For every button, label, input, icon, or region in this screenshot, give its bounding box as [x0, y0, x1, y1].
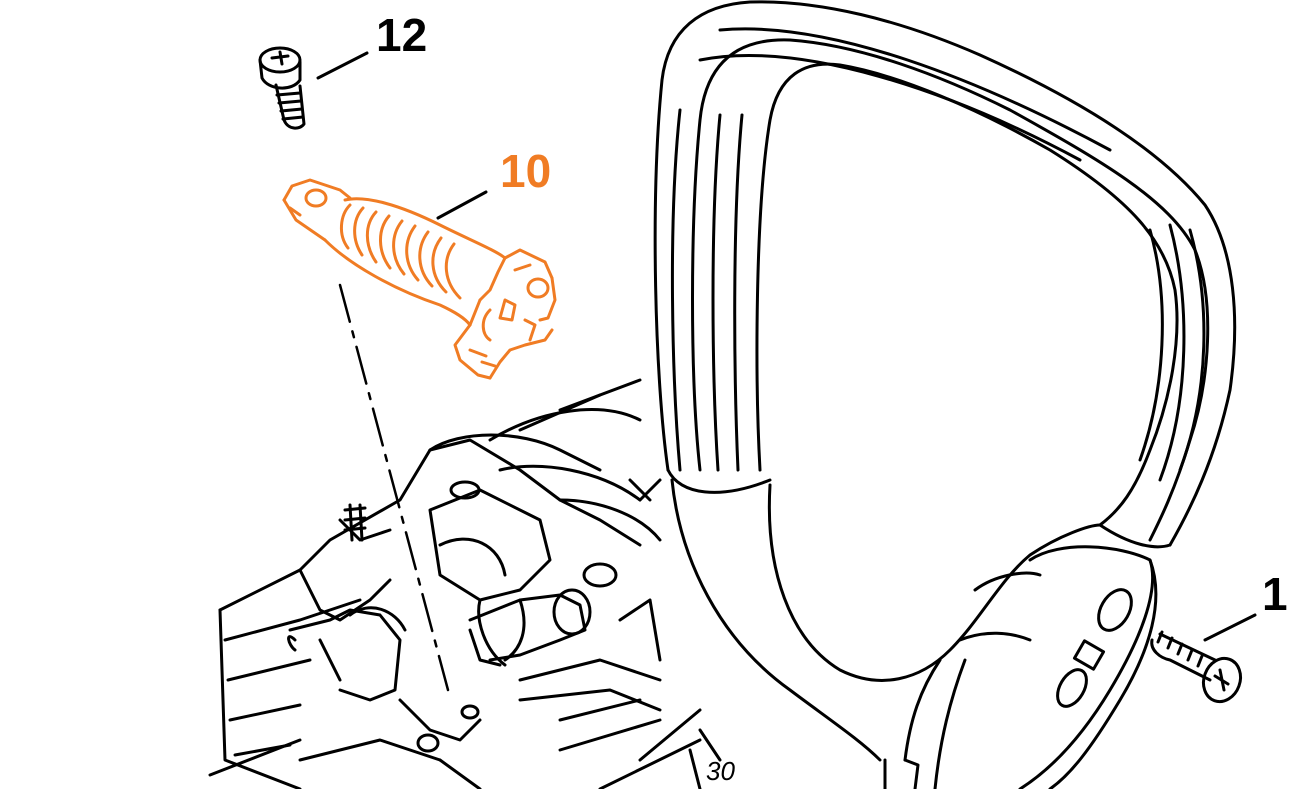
callout-12: 12 — [376, 9, 428, 61]
handle-mount — [958, 545, 1158, 789]
partial-label: 30 — [706, 756, 735, 786]
engine-housing — [208, 378, 722, 789]
callout-1: 1 — [1262, 568, 1288, 620]
leader-line-12 — [316, 51, 369, 80]
assembly-centerline — [338, 283, 450, 692]
callout-10: 10 — [500, 145, 552, 197]
screw-1 — [1150, 630, 1243, 704]
leader-line-1 — [1203, 613, 1257, 642]
part-10-buffer — [282, 178, 557, 380]
handlebar — [653, 0, 1237, 789]
leader-line-10 — [436, 190, 488, 220]
screw-12 — [258, 46, 306, 130]
